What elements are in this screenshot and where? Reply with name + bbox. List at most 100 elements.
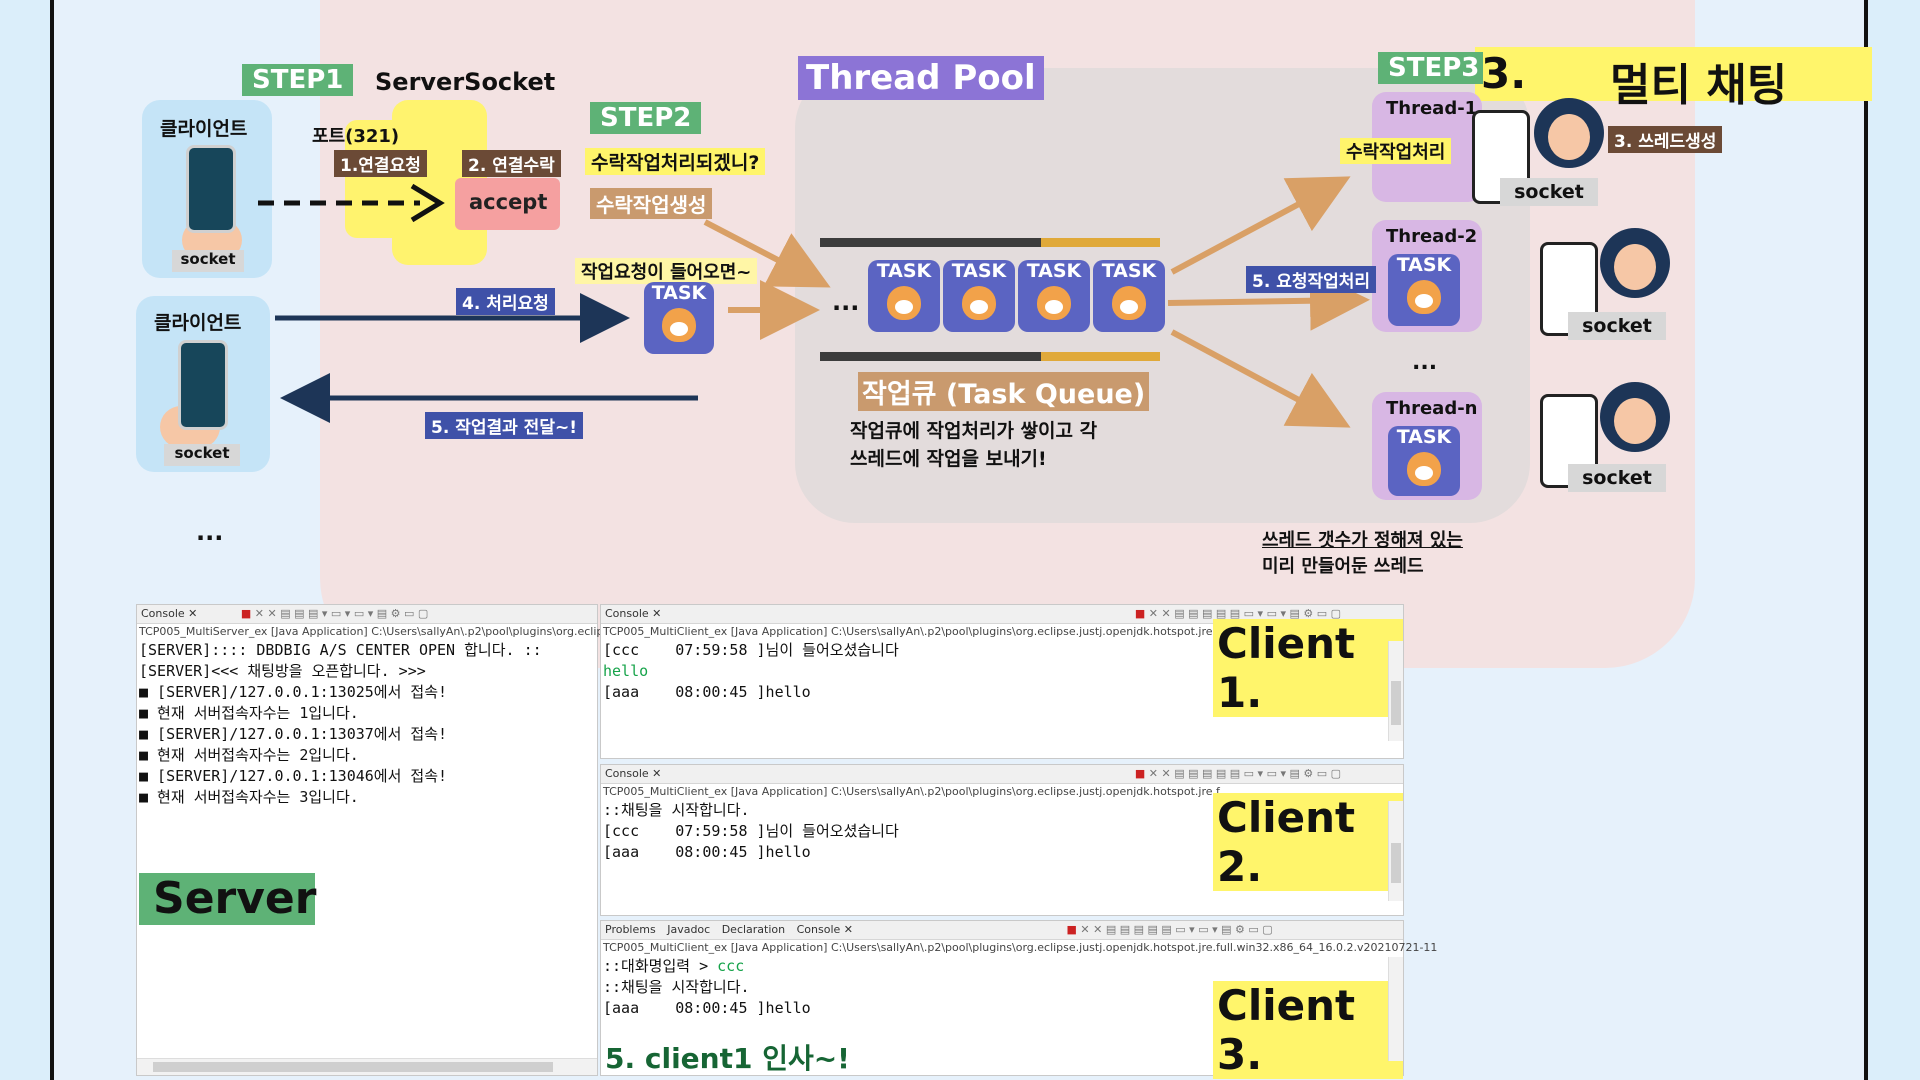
thread-n-label: Thread-n [1386,398,1478,419]
queued-task-4: TASK [1093,260,1165,332]
phone-icon [178,340,228,430]
launch-path: TCP005_MultiClient_ex [Java Application]… [603,785,1220,798]
log-line: [aaa 08:00:45 ]hello [603,999,811,1017]
launch-path: TCP005_MultiClient_ex [Java Application]… [603,625,1220,638]
console-toolbar: Problems Javadoc Declaration Console ✕ ■… [601,921,1403,940]
vertical-scrollbar[interactable] [1388,957,1403,1061]
accept-box: accept [455,178,560,230]
stop-icon[interactable]: ■ [1134,767,1146,780]
socket-label: socket [164,444,240,466]
shiba-dog-icon [1407,280,1441,314]
console-toolbar: Console ✕ ■ ✕ ✕ ▤ ▤ ▤ ▤ ▤ ▭ ▾ ▭ ▾ ▤ ⚙ ▭ … [601,605,1403,624]
socket-label: socket [1568,464,1666,492]
connect-accept-label: 2. 연결수락 [462,150,561,177]
shiba-dog-icon [662,308,696,342]
client-label: 클라이언트 [160,118,248,140]
javadoc-tab[interactable]: Javadoc [667,923,711,936]
toolbar-icons[interactable]: ✕ ✕ ▤ ▤ ▤ ▾ ▭ ▾ ▭ ▾ ▤ ⚙ ▭ ▢ [254,607,429,620]
server-tag: Server [139,873,317,925]
thread-n-box: Thread-n TASK [1372,392,1482,500]
thread-created-label: 3. 쓰레드생성 [1608,126,1723,153]
log-line: ■ [SERVER]/127.0.0.1:13025에서 접속! [139,683,448,701]
log-line-input: hello [603,662,649,680]
console-tab[interactable]: Console [141,607,185,620]
thread-2-label: Thread-2 [1386,226,1478,247]
server-log: [SERVER]:::: DBDBIG A/S CENTER OPEN 합니다.… [137,640,597,808]
vertical-scrollbar[interactable] [1388,641,1403,741]
request-processing-label: 5. 요청작업처리 [1246,266,1377,293]
log-line: ■ [SERVER]/127.0.0.1:13046에서 접속! [139,767,448,785]
vertical-scrollbar[interactable] [1388,801,1403,901]
close-icon[interactable]: ✕ [652,767,662,780]
work-request-label: 작업요청이 들어오면~ [575,258,758,284]
queued-task-1: TASK [868,260,940,332]
declaration-tab[interactable]: Declaration [721,923,786,936]
close-icon[interactable]: ✕ [843,923,854,936]
log-line: ■ [SERVER]/127.0.0.1:13037에서 접속! [139,725,448,743]
problems-tab[interactable]: Problems [605,923,656,936]
client1-tag: Client 1. [1213,619,1403,717]
task-label: TASK [876,260,932,282]
client-1-box: 클라이언트 socket [142,100,272,278]
task-label: TASK [1396,254,1452,276]
process-request-label: 4. 처리요청 [456,288,555,315]
launch-path: TCP005_MultiClient_ex [Java Application]… [603,941,1438,954]
shiba-dog-icon [1037,286,1071,320]
close-icon[interactable]: ✕ [188,607,198,620]
nickname-input: ccc [717,957,745,975]
agent-avatar-icon [1600,382,1670,452]
stop-icon[interactable]: ■ [1134,607,1146,620]
thread-pool-title: Thread Pool [798,56,1044,100]
queue-to-thread1-arrow [1170,176,1351,275]
accept-label: accept [469,190,548,214]
incoming-task: TASK [644,282,714,354]
socket-label: socket [1568,312,1666,340]
queued-task-2: TASK [943,260,1015,332]
console-tab[interactable]: Console [605,767,649,780]
agent-avatar-icon [1600,228,1670,298]
queue-to-threadn-arrow [1170,329,1351,428]
toolbar-icons[interactable]: ✕ ✕ ▤ ▤ ▤ ▤ ▤ ▭ ▾ ▭ ▾ ▤ ⚙ ▭ ▢ [1080,923,1273,936]
stop-icon[interactable]: ■ [1066,923,1077,936]
console-toolbar: Console ✕ ■ ✕ ✕ ▤ ▤ ▤ ▾ ▭ ▾ ▭ ▾ ▤ ⚙ ▭ ▢ [137,605,597,624]
title-banner: 3. 멀티 채팅 [1475,47,1872,111]
log-line: [SERVER]<<< 채팅방을 오픈합니다. >>> [139,662,426,680]
queue-bottom-bar [820,352,1160,361]
log-line: ■ 현재 서버접속자수는 2입니다. [139,746,359,764]
console-tab[interactable]: Console [796,923,841,936]
client-2-box: 클라이언트 socket [136,296,270,472]
log-line: ::채팅을 시작합니다. [603,978,750,996]
horizontal-scrollbar[interactable] [137,1058,597,1075]
log-line: ■ 현재 서버접속자수는 1입니다. [139,704,359,722]
task-label: TASK [1101,260,1157,282]
accept-task-created-label: 수락작업생성 [590,188,713,219]
console-tab[interactable]: Console [605,607,649,620]
task-label: TASK [651,282,707,304]
toolbar-icons[interactable]: ✕ ✕ ▤ ▤ ▤ ▤ ▤ ▭ ▾ ▭ ▾ ▤ ⚙ ▭ ▢ [1148,767,1342,780]
prompt-text: ::대화명입력 > [603,957,718,975]
client3-tag: Client 3. [1213,981,1403,1079]
shiba-dog-icon [1112,286,1146,320]
client3-console-panel: Problems Javadoc Declaration Console ✕ ■… [600,920,1438,1079]
client-label: 클라이언트 [154,312,242,334]
shiba-dog-icon [1407,452,1441,486]
thread-ellipsis: ... [1412,350,1438,375]
close-icon[interactable]: ✕ [652,607,662,620]
log-line: [aaa 08:00:45 ]hello [603,843,811,861]
thread-2-task: TASK [1388,254,1460,326]
log-line: [ccc 07:59:58 ]님이 들어오셨습니다 [603,641,899,659]
shiba-dog-icon [962,286,996,320]
server-socket-label: ServerSocket [375,68,556,96]
task-to-queue-arrow [703,219,831,288]
pool-description-2: 미리 만들어둔 쓰레드 [1262,556,1424,577]
queue-to-thread2-arrow [1167,270,1370,331]
server-tag-text: Server [153,873,317,924]
pool-description-1: 쓰레드 갯수가 정해져 있는 [1262,530,1463,551]
stop-icon[interactable]: ■ [240,607,252,620]
phone-icon [186,145,236,233]
shiba-dog-icon [887,286,921,320]
toolbar-icons[interactable]: ✕ ✕ ▤ ▤ ▤ ▤ ▤ ▭ ▾ ▭ ▾ ▤ ⚙ ▭ ▢ [1148,607,1342,620]
log-line: ::채팅을 시작합니다. [603,801,750,819]
task-label: TASK [951,260,1007,282]
